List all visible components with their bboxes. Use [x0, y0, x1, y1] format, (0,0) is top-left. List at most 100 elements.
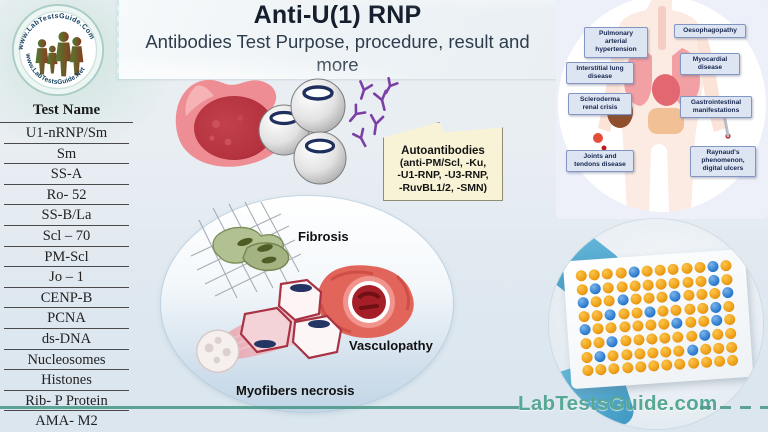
pathology-illustration — [190, 201, 414, 373]
page-title: Anti-U(1) RNP — [253, 1, 422, 29]
well-orange — [654, 264, 667, 277]
cell-spheres-icon — [258, 78, 347, 185]
autoantibodies-line: (anti-PM/Scl, -Ku, — [399, 156, 487, 169]
well-orange — [647, 360, 660, 372]
table-row: Jo – 1 — [4, 267, 129, 288]
label-myocardial-disease: Myocardial disease — [680, 53, 740, 76]
well-grid — [575, 259, 752, 379]
well-orange — [670, 304, 683, 316]
well-orange — [684, 316, 697, 329]
well-orange — [646, 346, 659, 359]
well-orange — [632, 333, 645, 346]
well-orange — [615, 280, 628, 293]
well-orange — [605, 322, 618, 335]
well-blue — [686, 343, 699, 356]
well-orange — [601, 268, 614, 280]
well-blue — [722, 286, 734, 299]
table-row: Nucleosomes — [4, 350, 129, 371]
well-orange — [590, 296, 603, 308]
well-orange — [620, 348, 633, 361]
well-orange — [617, 307, 630, 320]
well-orange — [645, 333, 658, 345]
well-orange — [680, 262, 693, 275]
table-row: U1-nRNP/Sm — [4, 123, 129, 144]
fibrosis-label: Fibrosis — [298, 229, 349, 244]
well-orange — [608, 362, 621, 375]
well-blue — [606, 335, 619, 348]
vasculopathy-vessel-icon — [317, 265, 414, 338]
autoantibodies-line: -U1-RNP, -U3-RNP, — [397, 169, 489, 182]
elisa-microplate-photo — [549, 219, 763, 429]
autoantibodies-line: -RuvBL1/2, -SMN) — [398, 182, 488, 195]
well-orange — [721, 273, 733, 286]
well-orange — [634, 361, 647, 373]
well-orange — [602, 281, 615, 294]
antibody-icons — [348, 77, 399, 148]
blood-vessel-illustration — [175, 77, 399, 185]
well-orange — [656, 291, 668, 304]
well-orange — [720, 259, 732, 272]
well-blue — [698, 329, 711, 342]
well-orange — [655, 277, 668, 290]
well-orange — [591, 309, 604, 322]
well-orange — [726, 354, 739, 367]
title-panel: Anti-U(1) RNP Antibodies Test Purpose, p… — [117, 0, 558, 79]
well-blue — [709, 301, 722, 314]
myofiber-cells-icon — [239, 278, 343, 360]
well-orange — [697, 315, 710, 328]
test-name-table: Test Name U1-nRNP/Sm Sm SS-A Ro- 52 SS-B… — [0, 102, 133, 432]
well-orange — [683, 303, 696, 315]
label-gastrointestinal-manifestations: Gastrointestinal manifestations — [680, 96, 752, 119]
well-blue — [669, 290, 682, 303]
well-orange — [682, 289, 695, 302]
well-orange — [582, 364, 594, 377]
autoantibodies-title: Autoantibodies — [401, 144, 485, 157]
well-orange — [593, 336, 606, 349]
well-orange — [696, 302, 709, 315]
vasculopathy-label: Vasculopathy — [349, 338, 433, 353]
well-orange — [633, 347, 646, 360]
96-well-plate — [562, 248, 754, 390]
table-row: SS-B/La — [4, 205, 129, 226]
label-pulmonary-arterial-hypertension: Pulmonary arterial hypertension — [584, 27, 648, 58]
table-row: ds-DNA — [4, 329, 129, 350]
table-row: PCNA — [4, 308, 129, 329]
well-orange — [576, 283, 589, 296]
fibrosis-icon — [190, 201, 302, 299]
well-blue — [579, 324, 591, 336]
well-orange — [592, 323, 605, 335]
page-subtitle: Antibodies Test Purpose, procedure, resu… — [145, 31, 530, 76]
well-orange — [580, 337, 592, 350]
well-orange — [642, 278, 654, 291]
table-row: Histones — [4, 370, 129, 391]
well-orange — [618, 321, 631, 334]
well-blue — [604, 308, 617, 321]
family-silhouette-icon — [35, 31, 84, 77]
well-orange — [725, 341, 738, 353]
well-blue — [616, 294, 629, 306]
well-orange — [723, 313, 736, 326]
well-orange — [658, 318, 670, 331]
well-orange — [713, 355, 726, 368]
well-orange — [685, 330, 698, 343]
table-row: Rib- P Protein — [4, 391, 129, 412]
table-row: Scl – 70 — [4, 226, 129, 247]
well-orange — [672, 331, 684, 343]
table-row: CENP-B — [4, 288, 129, 309]
well-orange — [614, 267, 627, 279]
well-orange — [660, 345, 672, 358]
label-joints-tendons-disease: Joints and tendons disease — [566, 150, 634, 173]
well-orange — [644, 319, 657, 332]
autoantibodies-callout: Autoantibodies (anti-PM/Scl, -Ku, -U1-RN… — [383, 122, 503, 201]
table-row: Ro- 52 — [4, 185, 129, 206]
well-orange — [694, 275, 707, 287]
vessel-icon — [175, 79, 289, 167]
well-orange — [657, 305, 669, 317]
table-row: SS-A — [4, 164, 129, 185]
label-scleroderma-renal-crisis: Scleroderma renal crisis — [568, 93, 632, 116]
well-blue — [644, 305, 656, 318]
well-orange — [603, 295, 616, 307]
well-orange — [630, 306, 643, 319]
well-orange — [621, 362, 634, 374]
microplate-circle — [549, 219, 763, 429]
